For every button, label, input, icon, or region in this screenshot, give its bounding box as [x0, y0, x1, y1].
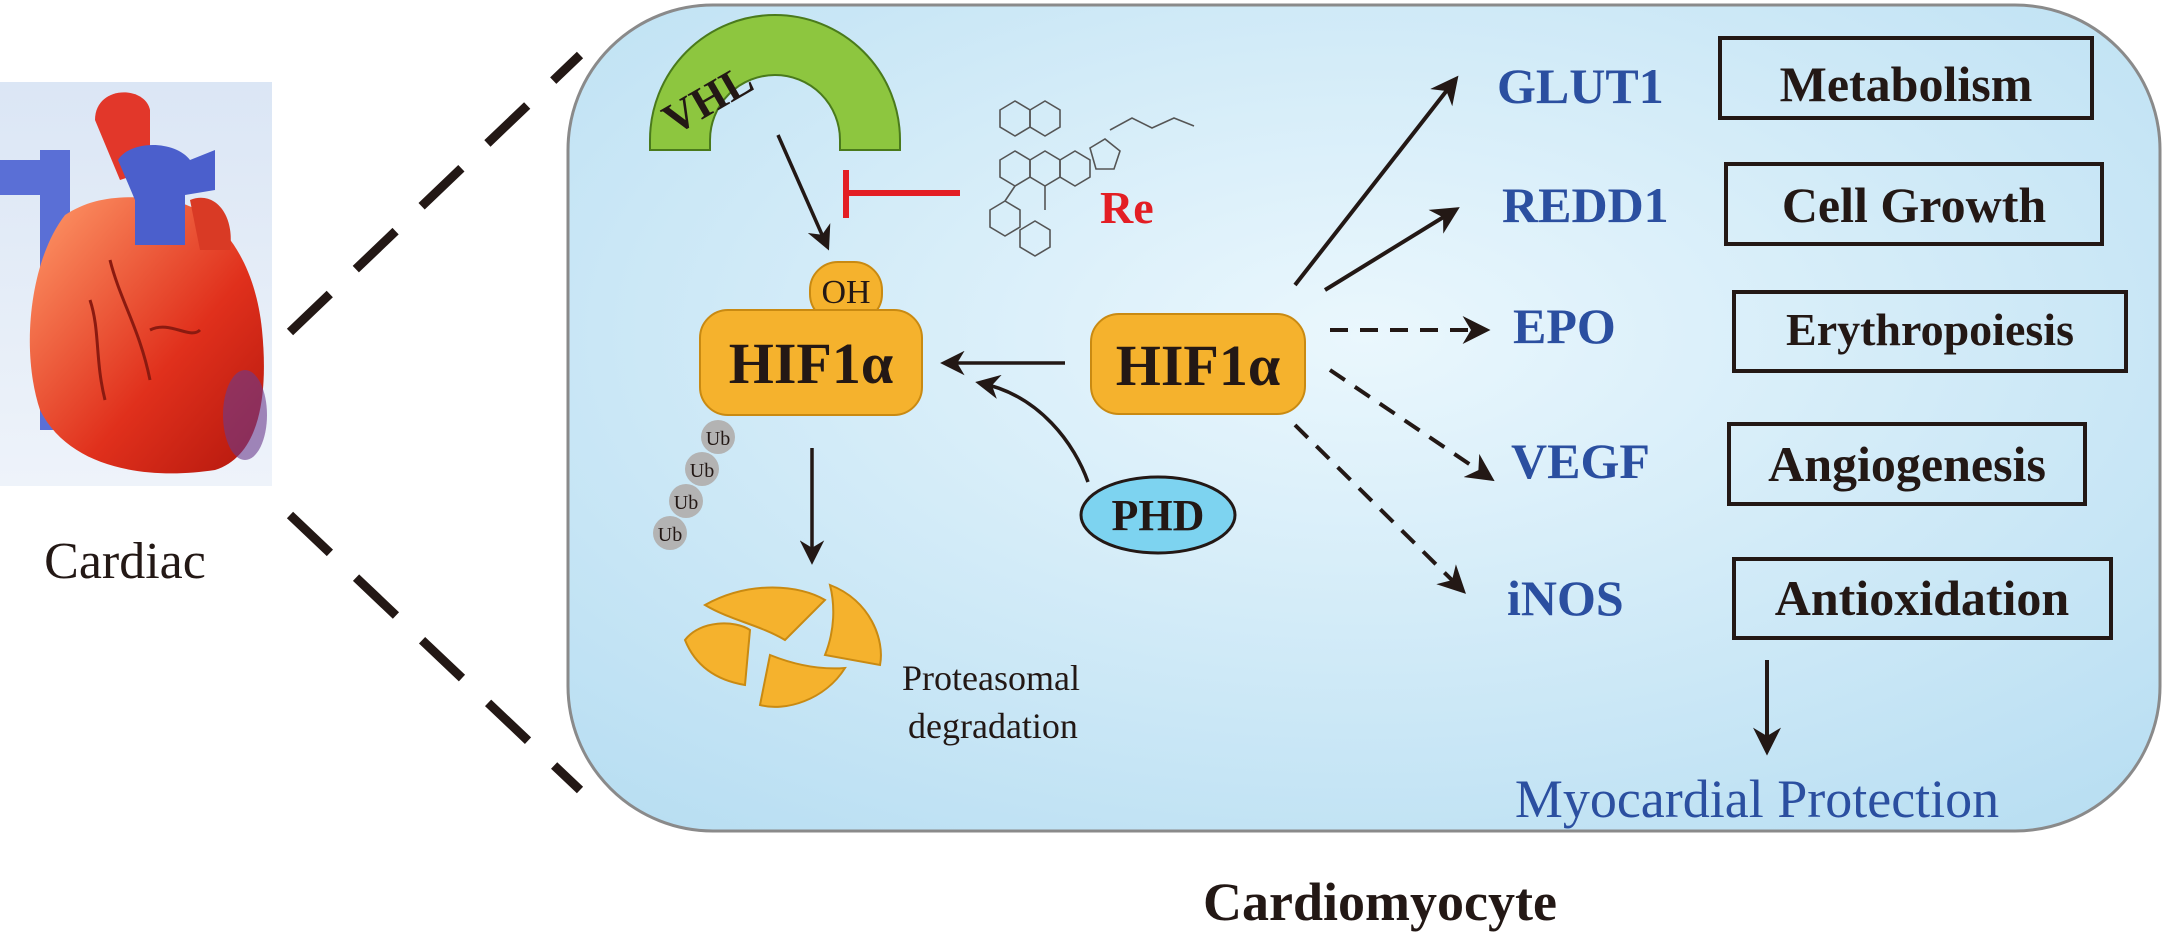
target-arrow-redd1 [1323, 207, 1460, 292]
function-label-angiogenesis: Angiogenesis [1768, 436, 2046, 492]
vhl-protein: VHL [649, 14, 901, 151]
function-label-antioxidation: Antioxidation [1775, 570, 2070, 626]
proteasome-icon [683, 583, 882, 708]
re-label: Re [1100, 182, 1154, 233]
cardiomyocyte-cell [566, 3, 2162, 833]
function-box-angiogenesis [1727, 422, 2087, 506]
target-arrow-glut1 [1293, 75, 1459, 287]
target-arrow-inos [1293, 423, 1466, 594]
function-label-cell-growth: Cell Growth [1782, 177, 2047, 233]
hif-right-label: HIF1α [1116, 333, 1280, 398]
zoom-line-top [286, 51, 584, 336]
function-label-erythropoiesis: Erythropoiesis [1786, 304, 2074, 355]
degradation-label-line2: degradation [908, 706, 1078, 746]
vhl-binding-arrow [776, 134, 831, 251]
function-box-antioxidation [1732, 557, 2113, 640]
ub-label: Ub [706, 428, 730, 450]
zoom-line-bottom [286, 511, 584, 794]
function-box-erythropoiesis [1732, 290, 2128, 373]
function-box-cell-growth [1724, 162, 2104, 246]
hif1a-hydroxylated: OH HIF1α [699, 261, 923, 416]
target-arrow-vegf [1328, 368, 1495, 482]
ub-label: Ub [690, 460, 714, 482]
cell-label: Cardiomyocyte [1203, 872, 1557, 932]
gene-label-redd1: REDD1 [1502, 177, 1669, 233]
gene-label-epo: EPO [1513, 298, 1616, 354]
function-label-metabolism: Metabolism [1780, 56, 2033, 112]
phd-catalysis-arrow [975, 374, 1090, 483]
ginsenoside-re-structure [989, 100, 1195, 257]
outcome-label: Myocardial Protection [1515, 769, 1999, 829]
organ-label: Cardiac [44, 533, 206, 590]
gene-label-inos: iNOS [1507, 570, 1624, 626]
ub-label: Ub [674, 492, 698, 514]
hif-left-label: HIF1α [729, 331, 893, 396]
function-box-metabolism [1718, 36, 2094, 120]
gene-label-vegf: VEGF [1511, 433, 1650, 489]
phd-label: PHD [1112, 491, 1205, 540]
phd-enzyme: PHD [1079, 475, 1237, 555]
heart-illustration [0, 82, 272, 486]
ubiquitin-chain: Ub Ub Ub Ub [653, 420, 735, 550]
ub-label: Ub [658, 524, 682, 546]
oh-label: OH [821, 274, 870, 311]
hif1a-stabilized: HIF1α [1090, 313, 1306, 415]
gene-label-glut1: GLUT1 [1497, 58, 1664, 114]
degradation-label-line1: Proteasomal [902, 658, 1080, 698]
